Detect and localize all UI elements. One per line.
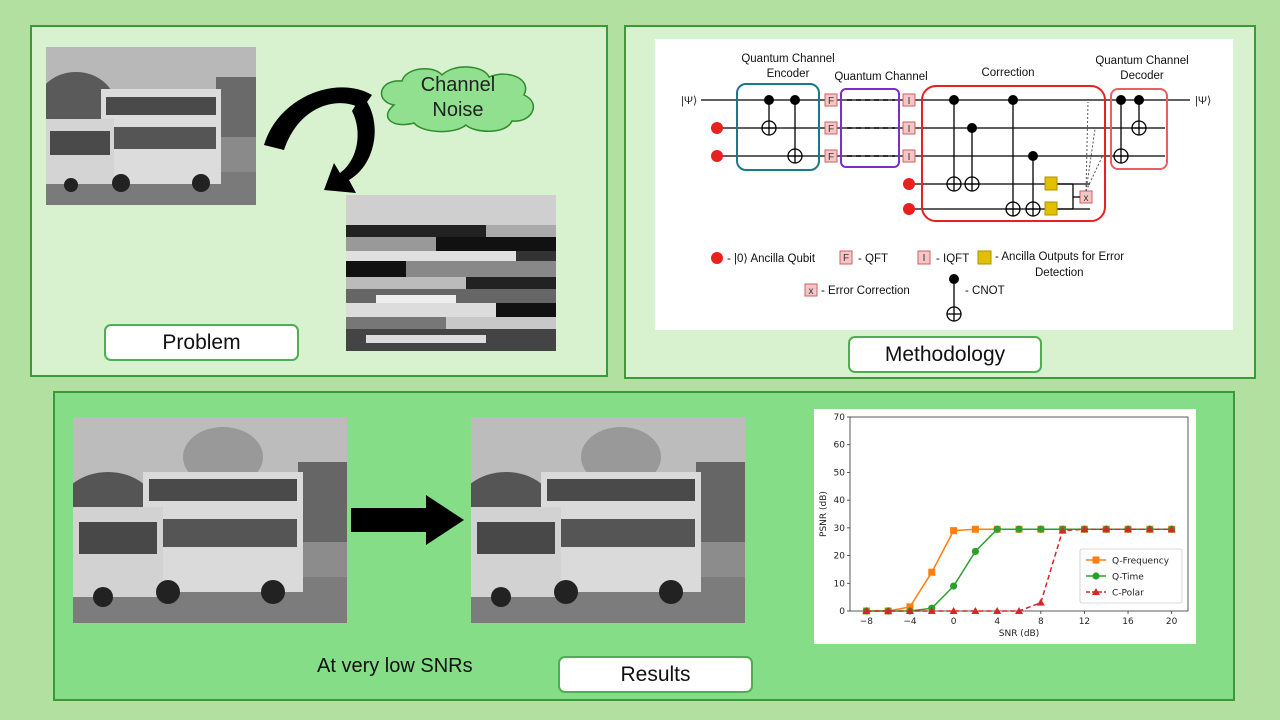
noisy-bus-image [346, 195, 556, 351]
data-point [1015, 607, 1023, 614]
legend-correction: - Error Correction [821, 285, 910, 297]
gate-i: I [908, 96, 911, 107]
correction-title: Correction [981, 67, 1034, 79]
decoder-title-1: Quantum Channel [1095, 55, 1188, 67]
channel-noise-cloud: Channel Noise [374, 65, 542, 133]
data-point [949, 607, 958, 614]
data-point [949, 582, 958, 590]
gate-i: I [908, 152, 911, 163]
data-point [1037, 525, 1045, 533]
legend-outputs-1: - Ancilla Outputs for Error [995, 251, 1124, 263]
data-point [905, 607, 914, 614]
legend-iqft: - IQFT [936, 253, 969, 265]
original-bus-image [46, 47, 256, 205]
x-tick-label: 16 [1122, 617, 1134, 627]
output-state: |Ψ⟩ [1195, 95, 1211, 107]
gate-f: F [828, 152, 834, 163]
results-caption: At very low SNRs [317, 655, 473, 677]
y-tick-label: 50 [834, 468, 846, 478]
y-tick-label: 30 [834, 524, 846, 534]
y-axis-label: PSNR (dB) [819, 491, 829, 537]
data-point [1080, 525, 1089, 533]
data-point [1124, 525, 1133, 533]
circuit-diagram: F F F I I I F I x x [655, 39, 1233, 330]
data-point [1102, 525, 1111, 533]
data-point [1058, 526, 1067, 534]
legend-marker [1092, 588, 1100, 595]
data-point [906, 603, 914, 611]
y-tick-label: 40 [834, 496, 846, 506]
legend-gate-i: I [923, 253, 926, 264]
x-tick-label: 0 [951, 617, 957, 627]
legend-cnot: - CNOT [965, 285, 1005, 297]
result-input-image [73, 417, 347, 623]
data-point [993, 525, 1001, 533]
x-tick-label: 20 [1166, 617, 1178, 627]
curved-arrow-icon [264, 87, 375, 193]
x-tick-label: −4 [903, 617, 917, 627]
legend-gate-f: F [843, 253, 849, 264]
data-point [971, 525, 979, 533]
legend-marker [1092, 556, 1100, 564]
data-point [993, 607, 1002, 614]
decoder-title-2: Decoder [1120, 70, 1164, 82]
data-point [928, 568, 936, 576]
problem-label: Problem [104, 324, 299, 361]
legend-label: Q-Frequency [1112, 557, 1170, 567]
data-point [927, 607, 936, 614]
data-point [1167, 525, 1176, 533]
data-point [862, 607, 871, 614]
gate-f: F [828, 96, 834, 107]
results-label: Results [558, 656, 753, 693]
legend-qft: - QFT [858, 253, 888, 265]
noise-line2: Noise [432, 99, 484, 121]
channel-title: Quantum Channel [834, 71, 927, 83]
x-axis-label: SNR (dB) [999, 629, 1039, 639]
legend-label: Q-Time [1112, 573, 1144, 583]
data-point [971, 547, 979, 556]
data-point [1036, 598, 1045, 606]
gate-i: I [908, 124, 911, 135]
methodology-panel: F F F I I I F I x x [624, 25, 1256, 379]
legend-box [1079, 548, 1183, 604]
methodology-label: Methodology [848, 336, 1042, 373]
data-point [971, 607, 980, 614]
encoder-title-2: Encoder [767, 68, 810, 80]
gate-x: x [1084, 193, 1089, 204]
y-tick-label: 10 [834, 579, 846, 589]
noise-line1: Channel [420, 74, 496, 96]
legend-label: C-Polar [1112, 589, 1144, 599]
y-tick-label: 0 [839, 607, 845, 617]
legend-marker [1092, 572, 1100, 580]
right-arrow-icon [351, 495, 464, 545]
legend-outputs-2: Detection [1035, 267, 1084, 279]
data-point [1015, 525, 1023, 533]
y-tick-label: 70 [834, 413, 846, 423]
data-point [950, 527, 958, 535]
y-tick-label: 20 [834, 552, 846, 562]
legend-gate-x: x [809, 286, 814, 297]
x-tick-label: −8 [860, 617, 874, 627]
x-tick-label: 8 [1038, 617, 1044, 627]
x-tick-label: 12 [1079, 617, 1090, 627]
x-tick-label: 4 [994, 617, 1000, 627]
input-state: |Ψ⟩ [681, 95, 697, 107]
y-tick-label: 60 [834, 441, 846, 451]
gate-f: F [828, 124, 834, 135]
encoder-title-1: Quantum Channel [741, 53, 834, 65]
data-point [884, 607, 893, 614]
legend-ancilla: - |0⟩ Ancilla Qubit [727, 252, 816, 265]
result-output-image [471, 417, 745, 623]
problem-panel: Channel Noise Problem [30, 25, 608, 377]
data-point [1145, 525, 1154, 533]
